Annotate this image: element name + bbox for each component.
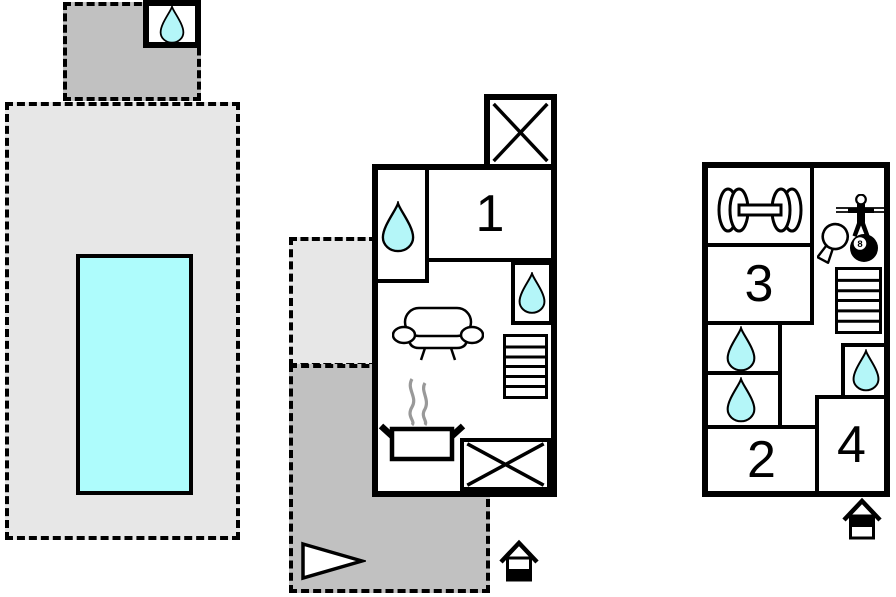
water-drop-icon bbox=[159, 5, 185, 43]
shower-drop-c bbox=[852, 349, 880, 392]
billiard-ball-number: 8 bbox=[857, 239, 862, 250]
shower-drop-right bbox=[518, 272, 546, 314]
wall-room1-bottom bbox=[429, 258, 551, 262]
cross-void-bottom bbox=[460, 438, 551, 491]
room-4-label-box: 4 bbox=[819, 399, 884, 491]
wall-bathroom-left-vertical bbox=[425, 170, 429, 283]
wall-room4-top bbox=[815, 395, 884, 399]
wall-showers-right bbox=[778, 325, 782, 429]
entrance-arrow-icon bbox=[300, 541, 366, 581]
wall-room3-bottom bbox=[708, 321, 814, 325]
swimming-pool bbox=[76, 254, 193, 495]
patio-area-light bbox=[289, 237, 377, 367]
wall-fitness-bottom bbox=[708, 243, 814, 247]
stairs-icon-upper bbox=[835, 267, 882, 334]
ground-floor-indicator-icon bbox=[498, 539, 540, 585]
room-2-label-box: 2 bbox=[708, 429, 815, 491]
room-1-label-box: 1 bbox=[429, 170, 551, 258]
billiard-ball-icon: 8 bbox=[849, 233, 879, 263]
wall-room2-top bbox=[708, 425, 819, 429]
upper-floor-plan: 8 3 bbox=[702, 162, 890, 497]
shower-drop-a bbox=[726, 326, 756, 372]
bathroom-right-box bbox=[511, 261, 553, 325]
shower-drop-left bbox=[381, 201, 415, 253]
stove-icon bbox=[378, 376, 466, 468]
outdoor-shower-box bbox=[143, 0, 201, 48]
room-1-label: 1 bbox=[475, 185, 505, 243]
wall-showerC-left bbox=[841, 343, 845, 399]
wall-showerA-bottom bbox=[708, 371, 782, 375]
upper-floor-indicator-icon bbox=[841, 497, 883, 543]
sofa-icon bbox=[392, 306, 484, 364]
cross-mark-icon bbox=[464, 442, 547, 487]
stairs-icon-ground bbox=[503, 334, 548, 399]
foosball-icon bbox=[836, 194, 886, 238]
dumbbell-icon bbox=[714, 185, 806, 235]
room-2-label: 2 bbox=[747, 431, 776, 489]
wall-showerC-top bbox=[841, 343, 884, 347]
wall-right-divider bbox=[810, 168, 814, 325]
cross-void-tower bbox=[484, 94, 557, 171]
room-4-label: 4 bbox=[837, 416, 866, 474]
table-tennis-icon bbox=[817, 222, 853, 266]
shower-drop-b bbox=[726, 377, 756, 423]
room-3-label: 3 bbox=[744, 255, 774, 313]
cross-mark-icon bbox=[490, 100, 551, 165]
wall-bathroom-left-bottom bbox=[378, 279, 429, 283]
wall-room4-left bbox=[815, 395, 819, 491]
room-3-label-box: 3 bbox=[708, 247, 810, 321]
ground-floor-plan: 1 bbox=[372, 164, 557, 497]
